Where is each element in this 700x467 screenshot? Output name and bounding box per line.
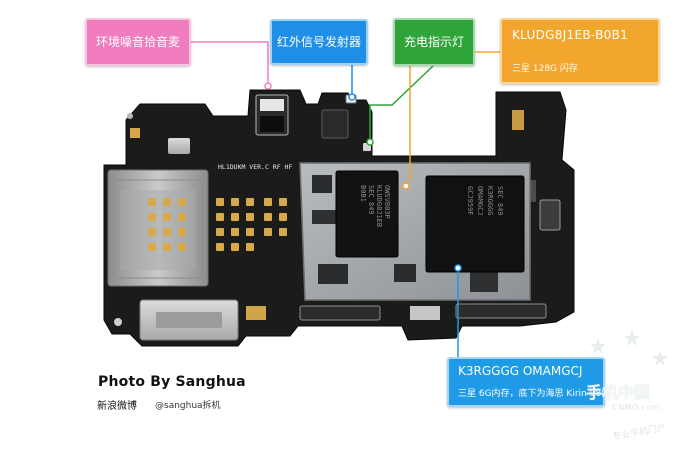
callout-ram: K3RGGGG OMAMGCJ 三星 6G内存，底下为海思 Kirin 980 xyxy=(447,357,607,407)
pcb-silk-marking: HL1DUKM VER.C RF HF xyxy=(218,163,292,171)
watermark-brand: 手机中国 xyxy=(586,383,651,402)
ufs-chip-line-1: SEC 849 xyxy=(367,185,375,215)
sim-contact-pads xyxy=(148,198,287,251)
board-connector-1 xyxy=(299,305,381,321)
callout-ufs-storage-label: KLUDG8J1EB-B0B1 xyxy=(512,28,629,42)
callout-ambient-mic-label: 环境噪音拾音麦 xyxy=(95,34,180,49)
watermark-domain: CNMO.com xyxy=(612,403,661,412)
watermark-stars xyxy=(590,330,668,366)
ufs-chip-line-2: B0B1 xyxy=(359,185,367,202)
mic-leader xyxy=(191,41,269,82)
callout-ambient-mic: 环境噪音拾音麦 xyxy=(85,18,191,66)
callout-charging-led: 充电指示灯 xyxy=(393,18,475,66)
callout-ir-blaster: 红外信号发射器 xyxy=(270,19,368,65)
ufs-chip-line-4: OWSVB03P xyxy=(383,185,391,219)
ufs-flash-chip xyxy=(335,170,399,258)
callout-ufs-storage-sub: 三星 128G 闪存 xyxy=(512,64,578,74)
callout-ufs-storage: KLUDG8J1EB-B0B1 三星 128G 闪存 xyxy=(500,18,660,84)
led-leader xyxy=(369,65,434,140)
callout-ram-sub: 三星 6G内存，底下为海思 Kirin 980 xyxy=(458,389,607,399)
callout-charging-led-label: 充电指示灯 xyxy=(403,34,464,49)
ram-chip-line-2: K3RGGGG xyxy=(486,186,494,216)
ufs-chip-line-3: KLUDG8J1EB xyxy=(375,185,383,227)
callout-ir-blaster-label: 红外信号发射器 xyxy=(276,34,361,49)
photo-credit: Photo By Sanghua xyxy=(98,374,246,390)
callout-ram-label: K3RGGGG OMAMGCJ xyxy=(458,364,583,378)
weibo-handle: @sanghua拆机 xyxy=(155,401,221,411)
weibo-label: 新浪微博 xyxy=(97,401,137,412)
board-connector-2 xyxy=(455,303,547,319)
ram-chip xyxy=(425,175,525,273)
ram-chip-line-1: SEC 849 xyxy=(496,186,504,216)
logic-board: HL1DUKM VER.C RF HF SEC 849 B0B1 KLUDG8J… xyxy=(103,89,575,347)
ram-chip-line-4: GCJ959F xyxy=(466,186,474,216)
ram-chip-line-3: OMAMGCJ xyxy=(476,186,484,216)
